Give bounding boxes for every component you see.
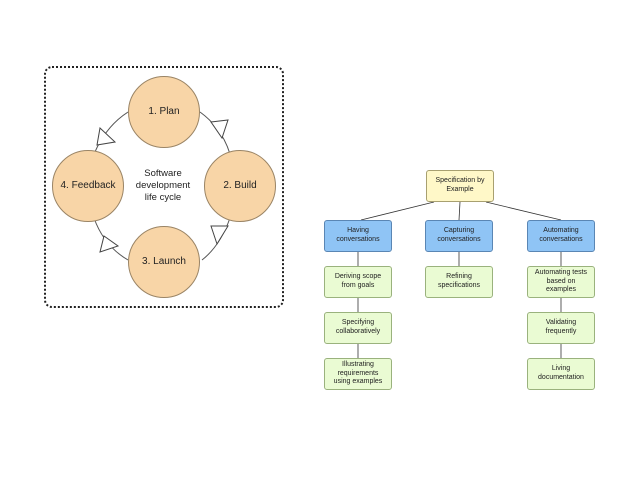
category-having-conversations: Having conversations: [324, 220, 392, 252]
node-illustrating-requirements: Illustrating requirements using examples: [324, 358, 392, 390]
node-living-documentation: Living documentation: [527, 358, 595, 390]
connector-root-capturing: [458, 201, 461, 221]
node-automating-tests: Automating tests based on examples: [527, 266, 595, 298]
cycle-center-label: Software development life cycle: [135, 168, 191, 203]
stage-launch-circle: 3. Launch: [128, 226, 200, 298]
connector-root-automating: [485, 201, 562, 221]
node-refining-specifications: Refining specifications: [425, 266, 493, 298]
arrowhead-feedback-plan: [96, 127, 117, 146]
root-node: Specification by Example: [426, 170, 494, 202]
stage-build-label: 2. Build: [223, 180, 257, 191]
arrowhead-launch-feedback: [99, 235, 120, 253]
stage-build-circle: 2. Build: [204, 150, 276, 222]
category-capturing-conversations: Capturing conversations: [425, 220, 493, 252]
stage-plan-circle: 1. Plan: [128, 76, 200, 148]
arc-feedback-to-plan: [93, 111, 129, 155]
category-automating-conversations: Automating conversations: [527, 220, 595, 252]
stage-feedback-label: 4. Feedback: [60, 180, 116, 191]
stage-feedback-circle: 4. Feedback: [52, 150, 124, 222]
node-specifying-collaboratively: Specifying collaboratively: [324, 312, 392, 344]
connector-root-conversations: [360, 201, 435, 221]
node-deriving-scope: Deriving scope from goals: [324, 266, 392, 298]
stage-launch-label: 3. Launch: [142, 256, 186, 267]
arrowhead-build-launch: [210, 225, 229, 246]
life-cycle-frame: [44, 66, 284, 308]
stage-plan-label: 1. Plan: [148, 106, 180, 117]
arrowhead-plan-build: [210, 119, 229, 140]
node-validating-frequently: Validating frequently: [527, 312, 595, 344]
